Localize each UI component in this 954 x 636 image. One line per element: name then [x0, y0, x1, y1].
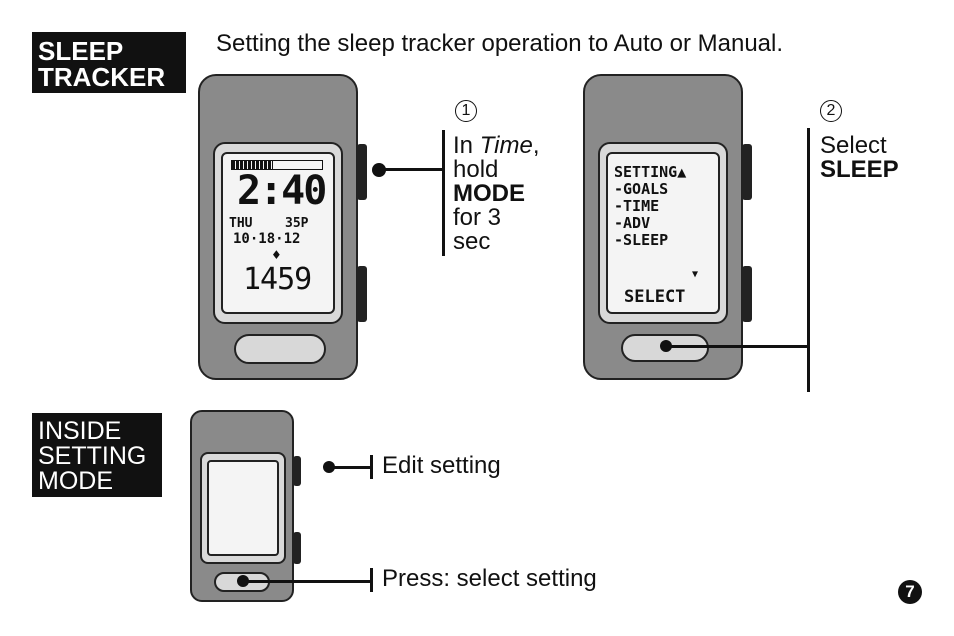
callout-line [380, 168, 444, 171]
callout-line [244, 580, 372, 583]
side-button-top[interactable] [357, 144, 367, 200]
device-screen-blank [207, 460, 279, 556]
press-select-label: Press: select setting [382, 565, 597, 592]
screen-date: 10·18·12 [233, 231, 301, 247]
step1-line: , [532, 132, 540, 159]
menu-item-sleep: -SLEEP [614, 231, 669, 249]
step1-italic: Time [479, 132, 533, 159]
step1-line: sec [453, 228, 491, 255]
menu-item-time: -TIME [614, 197, 660, 215]
step1-text: In Time, hold MODE for 3 sec [453, 134, 539, 254]
tracker-device-time-mode: 2:40 THU 35P 10·18·12 ♦ 1459 [198, 74, 367, 380]
callout-tick [370, 455, 373, 479]
side-button-bottom[interactable] [742, 266, 752, 322]
device-screen: SETTING▲ -GOALS -TIME -ADV -SLEEP ▼ SELE… [606, 152, 720, 314]
side-button-top[interactable] [293, 456, 301, 486]
home-button[interactable] [234, 334, 326, 364]
section-label-line: SETTING [38, 442, 147, 470]
step-number: 1 [455, 100, 477, 122]
step2-line: SLEEP [820, 156, 899, 183]
callout-bracket [807, 128, 810, 392]
callout-line [330, 466, 372, 469]
section-label-inside-setting-mode: INSIDE SETTING MODE [32, 413, 162, 497]
scroll-down-icon: ▼ [692, 269, 699, 280]
tracker-device-small [190, 410, 301, 602]
device-screen: 2:40 THU 35P 10·18·12 ♦ 1459 [221, 152, 335, 314]
menu-item-goals: -GOALS [614, 180, 669, 198]
screen-frame: SETTING▲ -GOALS -TIME -ADV -SLEEP ▼ SELE… [598, 142, 728, 324]
home-button[interactable] [621, 334, 709, 362]
step1-line: MODE [453, 180, 525, 207]
step2-line: Select [820, 132, 887, 159]
section-label-line: MODE [38, 467, 113, 495]
menu-item-adv: -ADV [614, 214, 651, 232]
screen-steps: 1459 [243, 262, 312, 297]
step1-line: In [453, 132, 480, 159]
flame-icon: ♦ [271, 248, 282, 262]
callout-dot [372, 163, 386, 177]
section-label-line: TRACKER [38, 62, 166, 92]
battery-fill [232, 161, 273, 169]
section-label-line: SLEEP [38, 36, 124, 66]
intro-text: Setting the sleep tracker operation to A… [216, 30, 784, 57]
menu-title: SETTING▲ [614, 163, 687, 181]
step-number: 2 [820, 100, 842, 122]
callout-tick [370, 568, 373, 592]
side-button-bottom[interactable] [293, 532, 301, 564]
tracker-device-setting-menu: SETTING▲ -GOALS -TIME -ADV -SLEEP ▼ SELE… [583, 74, 752, 380]
edit-setting-label: Edit setting [382, 452, 501, 479]
callout-dot [237, 575, 249, 587]
section-label-sleep-tracker: SLEEP TRACKER [32, 32, 186, 93]
screen-frame: 2:40 THU 35P 10·18·12 ♦ 1459 [213, 142, 343, 324]
step1-line: for 3 [453, 204, 502, 231]
screen-day: THU [229, 216, 253, 231]
side-button-top[interactable] [742, 144, 752, 200]
menu-select-label: SELECT [624, 287, 686, 307]
callout-dot [323, 461, 335, 473]
callout-line [666, 345, 809, 348]
screen-frame [200, 452, 286, 564]
step2-text: Select SLEEP [820, 134, 899, 182]
screen-big-time: 2:40 [237, 168, 327, 214]
page-number: 7 [898, 580, 922, 604]
step1-line: hold [453, 156, 499, 183]
callout-bracket [442, 130, 445, 256]
section-label-line: INSIDE [38, 417, 122, 445]
side-button-bottom[interactable] [357, 266, 367, 322]
battery-bar [231, 160, 323, 170]
screen-temp: 35P [285, 216, 309, 231]
